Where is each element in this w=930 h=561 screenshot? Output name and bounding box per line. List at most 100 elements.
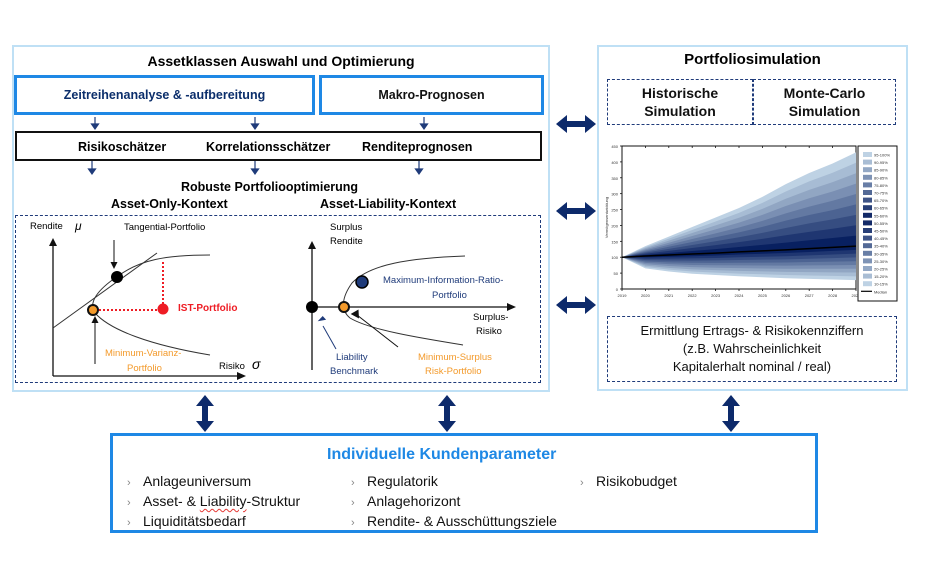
- x-tick-label: 2022: [688, 293, 698, 298]
- legend-swatch: [863, 190, 872, 195]
- legend-label: 35-40%: [874, 244, 888, 249]
- macro-forecast-box: Makro-Prognosen: [319, 75, 544, 115]
- legend-swatch: [863, 273, 872, 279]
- legend-swatch: [863, 212, 872, 218]
- y-tick-label: 50: [614, 271, 619, 276]
- legend-label: 10-15%: [874, 282, 888, 287]
- legend-label: 95-100%: [874, 153, 890, 158]
- max-ir-label-1: Maximum-Information-Ratio-: [383, 275, 504, 286]
- legend-label: 85-90%: [874, 168, 888, 173]
- risk-metrics-line2: (z.B. Wahrscheinlichkeit: [682, 341, 822, 356]
- list-item: ›Anlageuniversum: [127, 473, 252, 489]
- double-arrow-horizontal-2: [556, 202, 596, 220]
- x-tick-label: 2024: [735, 293, 745, 298]
- client-parameters-title: Individuelle Kundenparameter: [327, 446, 557, 463]
- legend-swatch: [863, 250, 872, 256]
- min-surplus-label-2: Risk-Portfolio: [425, 366, 482, 377]
- surplus-risiko-label-2: Risiko: [476, 326, 502, 337]
- legend-swatch: [863, 266, 872, 271]
- macro-forecast-label: Makro-Prognosen: [378, 88, 485, 102]
- double-arrow-horizontal-3: [556, 296, 596, 314]
- legend-label: 80-85%: [874, 175, 888, 180]
- list-item: ›Rendite- & Ausschüttungsziele: [351, 513, 557, 529]
- spellcheck-underline: Liability: [199, 493, 247, 509]
- legend-swatch: [863, 228, 872, 233]
- legend-label: 15-20%: [874, 274, 888, 279]
- legend-label: 70-75%: [874, 191, 888, 196]
- max-ir-label-2: Portfolio: [432, 290, 467, 301]
- x-tick-label: 2027: [805, 293, 815, 298]
- list-item: ›Risikobudget: [580, 473, 677, 489]
- asset-liability-title: Asset-Liability-Kontext: [320, 197, 457, 211]
- surplus-rendite-label-1: Surplus: [330, 222, 363, 233]
- double-arrow-horizontal-1: [556, 115, 596, 133]
- legend-swatch: [863, 159, 872, 165]
- asset-only-x-symbol: σ: [252, 356, 261, 372]
- legend-swatch: [863, 197, 872, 203]
- x-tick-label: 2019: [618, 293, 628, 298]
- x-tick-label: 2028: [828, 293, 838, 298]
- portfolio-simulation-title: Portfoliosimulation: [684, 51, 821, 68]
- estimator-correlation: Korrelationsschätzer: [206, 140, 331, 154]
- y-tick-label: 0: [616, 287, 619, 292]
- legend-swatch: [863, 220, 872, 226]
- surplus-risiko-label-1: Surplus-: [473, 312, 509, 323]
- legend-swatch: [863, 152, 872, 157]
- historic-simulation-line1: Historische: [641, 85, 719, 101]
- estimator-return: Renditeprognosen: [362, 140, 473, 154]
- robust-optimization-title: Robuste Portfoliooptimierung: [181, 180, 359, 194]
- min-surplus-label-1: Minimum-Surplus: [418, 352, 492, 363]
- legend-swatch: [863, 182, 872, 188]
- legend-swatch: [863, 258, 872, 264]
- x-tick-label: 2020: [641, 293, 651, 298]
- list-item: ›Asset- & Liability-Struktur: [127, 493, 301, 509]
- y-tick-label: 300: [611, 192, 618, 197]
- legend-label: 45-50%: [874, 229, 888, 234]
- legend-swatch: [863, 205, 872, 211]
- timeseries-analysis-label: Zeitreihenanalyse & -aufbereitung: [63, 88, 266, 102]
- percentile-band-upper-8: [622, 235, 856, 258]
- monte-carlo-line2: Simulation: [788, 103, 861, 119]
- risk-metrics-line1: Ermittlung Ertrags- & Risikokennziffern: [640, 323, 864, 338]
- double-arrow-vertical-2: [438, 395, 456, 432]
- legend-swatch: [863, 281, 872, 287]
- liability-benchmark-label-1: Liability: [336, 352, 368, 363]
- min-variance-label-1: Minimum-Varianz-: [105, 348, 182, 359]
- asset-only-title: Asset-Only-Kontext: [111, 197, 228, 211]
- x-tick-label: 2025: [758, 293, 768, 298]
- surplus-rendite-label-2: Rendite: [330, 236, 363, 247]
- y-tick-label: 400: [611, 160, 618, 165]
- legend-label: 30-35%: [874, 251, 888, 256]
- historic-simulation-line2: Simulation: [644, 103, 716, 119]
- liability-benchmark-label-2: Benchmark: [330, 366, 379, 377]
- risk-metrics-box: Ermittlung Ertrags- & Risikokennziffern …: [607, 316, 897, 382]
- min-variance-label-2: Portfolio: [127, 363, 162, 374]
- x-tick-label: 2026: [781, 293, 791, 298]
- double-arrow-vertical-3: [722, 395, 740, 432]
- historic-simulation-box: Historische Simulation: [607, 79, 753, 125]
- legend-swatch: [863, 174, 872, 180]
- tangential-label: Tangential-Portfolio: [124, 222, 206, 233]
- client-parameters-panel: Individuelle Kundenparameter ›Anlageuniv…: [110, 433, 818, 533]
- list-item: ›Liquiditätsbedarf: [127, 513, 246, 529]
- client-parameters-col3: ›Risikobudget: [580, 472, 677, 492]
- optimization-diagram-box: [15, 215, 541, 383]
- client-parameters-col2: ›Regulatorik ›Anlagehorizont ›Rendite- &…: [351, 472, 557, 532]
- monte-carlo-line1: Monte-Carlo: [783, 85, 866, 101]
- legend-label: 90-95%: [874, 160, 888, 165]
- risk-metrics-line3: Kapitalerhalt nominal / real): [672, 359, 832, 374]
- monte-carlo-simulation-box: Monte-Carlo Simulation: [753, 79, 896, 125]
- legend-label: 60-65%: [874, 206, 888, 211]
- list-item: ›Anlagehorizont: [351, 493, 461, 509]
- client-parameters-col1: ›Anlageuniversum ›Asset- & Liability-Str…: [127, 472, 300, 532]
- asset-allocation-title: Assetklassen Auswahl und Optimierung: [147, 53, 415, 69]
- legend-label: 25-30%: [874, 259, 888, 264]
- legend-swatch: [863, 235, 872, 241]
- y-tick-label: 150: [611, 239, 618, 244]
- legend-label: 65-70%: [874, 198, 888, 203]
- y-tick-label: 100: [611, 255, 618, 260]
- legend-label: Median: [874, 289, 887, 294]
- legend-label: 20-25%: [874, 267, 888, 272]
- estimator-risk: Risikoschätzer: [78, 140, 167, 154]
